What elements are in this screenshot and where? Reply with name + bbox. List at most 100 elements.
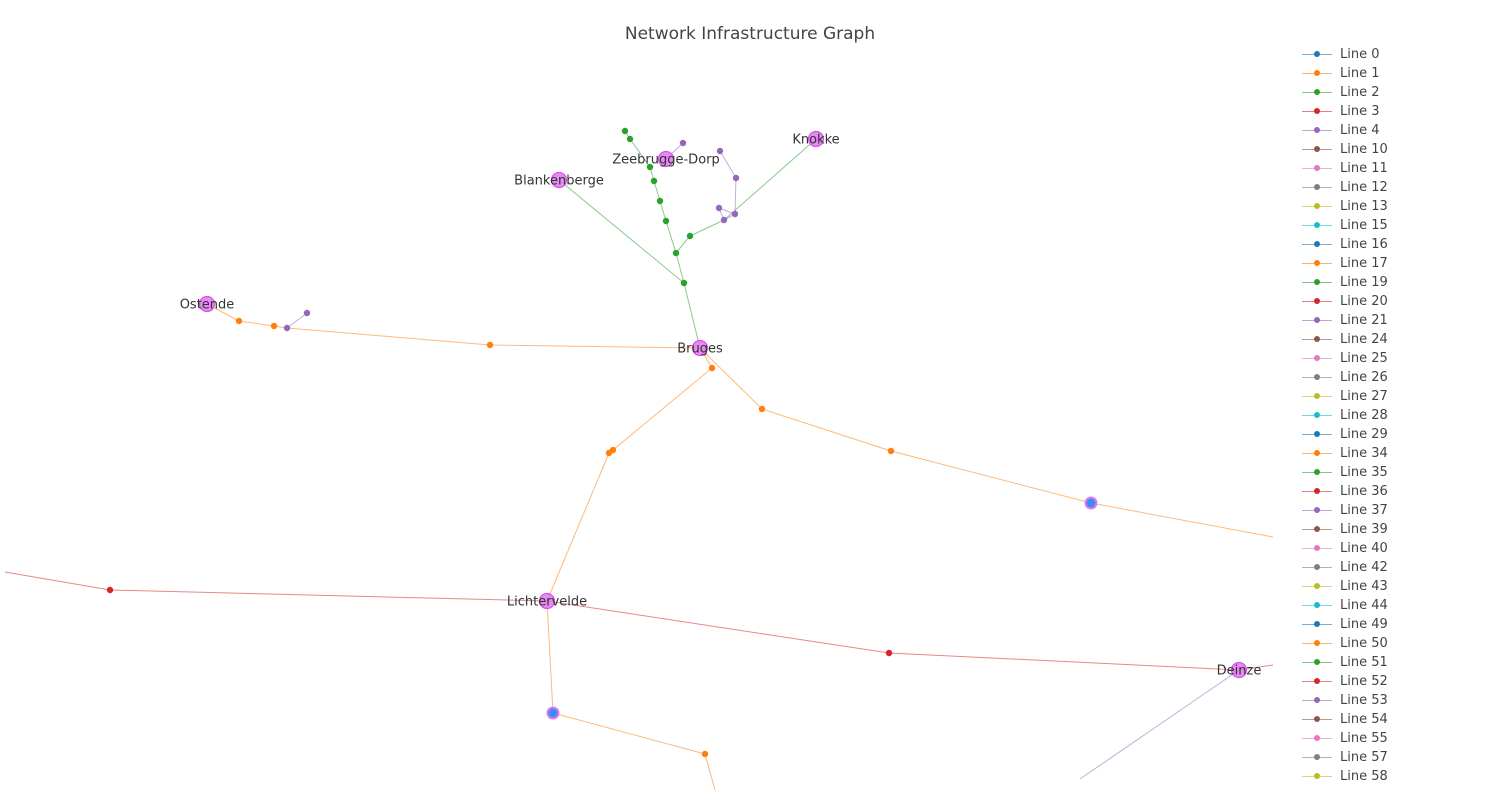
legend-item-line-52[interactable]: Line 52 (1300, 672, 1500, 691)
legend-item-line-51[interactable]: Line 51 (1300, 653, 1500, 672)
legend-marker (1314, 773, 1320, 779)
station-point[interactable] (716, 147, 724, 155)
legend-item-line-55[interactable]: Line 55 (1300, 729, 1500, 748)
legend-item-line-27[interactable]: Line 27 (1300, 387, 1500, 406)
station-point[interactable] (662, 217, 670, 225)
junction-node[interactable] (1084, 496, 1098, 510)
legend-marker (1314, 659, 1320, 665)
hub-node-knokke[interactable] (807, 130, 825, 148)
legend-item-line-0[interactable]: Line 0 (1300, 45, 1500, 64)
legend-marker (1314, 374, 1320, 380)
legend-label: Line 53 (1340, 693, 1388, 708)
legend-label: Line 15 (1340, 218, 1388, 233)
legend-marker (1314, 241, 1320, 247)
edge-line-3 (4, 571, 1274, 671)
legend-swatch (1302, 406, 1334, 425)
legend-swatch (1302, 672, 1334, 691)
legend-item-line-15[interactable]: Line 15 (1300, 216, 1500, 235)
station-point[interactable] (303, 309, 311, 317)
station-point[interactable] (686, 232, 694, 240)
legend-item-line-19[interactable]: Line 19 (1300, 273, 1500, 292)
legend-item-line-11[interactable]: Line 11 (1300, 159, 1500, 178)
station-point[interactable] (679, 139, 687, 147)
station-point[interactable] (605, 449, 613, 457)
legend-item-line-26[interactable]: Line 26 (1300, 368, 1500, 387)
station-point[interactable] (887, 447, 895, 455)
legend-item-line-10[interactable]: Line 10 (1300, 140, 1500, 159)
junction-node[interactable] (546, 706, 560, 720)
station-point[interactable] (650, 177, 658, 185)
legend-item-line-25[interactable]: Line 25 (1300, 349, 1500, 368)
legend-label: Line 29 (1340, 427, 1388, 442)
station-point[interactable] (656, 197, 664, 205)
legend-item-line-16[interactable]: Line 16 (1300, 235, 1500, 254)
station-point[interactable] (680, 279, 688, 287)
legend-swatch (1302, 615, 1334, 634)
node-label-zeebrugge: Zeebrugge-Dorp (612, 153, 720, 168)
legend-item-line-49[interactable]: Line 49 (1300, 615, 1500, 634)
legend-item-line-28[interactable]: Line 28 (1300, 406, 1500, 425)
legend-item-line-2[interactable]: Line 2 (1300, 83, 1500, 102)
legend-item-line-37[interactable]: Line 37 (1300, 501, 1500, 520)
legend-item-line-57[interactable]: Line 57 (1300, 748, 1500, 767)
legend-label: Line 42 (1340, 560, 1388, 575)
station-point[interactable] (732, 174, 740, 182)
legend-item-line-40[interactable]: Line 40 (1300, 539, 1500, 558)
station-point[interactable] (731, 210, 739, 218)
legend-item-line-36[interactable]: Line 36 (1300, 482, 1500, 501)
legend-item-line-29[interactable]: Line 29 (1300, 425, 1500, 444)
station-point[interactable] (621, 127, 629, 135)
legend-swatch (1302, 178, 1334, 197)
legend-item-line-54[interactable]: Line 54 (1300, 710, 1500, 729)
legend-item-line-13[interactable]: Line 13 (1300, 197, 1500, 216)
node-label-blankenberge: Blankenberge (514, 174, 604, 189)
legend-item-line-20[interactable]: Line 20 (1300, 292, 1500, 311)
legend-label: Line 58 (1340, 769, 1388, 780)
legend-item-line-42[interactable]: Line 42 (1300, 558, 1500, 577)
station-point[interactable] (672, 249, 680, 257)
legend-item-line-21[interactable]: Line 21 (1300, 311, 1500, 330)
legend-item-line-24[interactable]: Line 24 (1300, 330, 1500, 349)
legend-item-line-44[interactable]: Line 44 (1300, 596, 1500, 615)
legend-label: Line 11 (1340, 161, 1388, 176)
station-point[interactable] (486, 341, 494, 349)
legend-item-line-34[interactable]: Line 34 (1300, 444, 1500, 463)
station-point[interactable] (235, 317, 243, 325)
station-point[interactable] (715, 204, 723, 212)
hub-node-ostende[interactable] (198, 295, 216, 313)
hub-node-blankenberge[interactable] (550, 171, 568, 189)
station-point[interactable] (708, 364, 716, 372)
legend-item-line-50[interactable]: Line 50 (1300, 634, 1500, 653)
legend-item-line-35[interactable]: Line 35 (1300, 463, 1500, 482)
legend-item-line-1[interactable]: Line 1 (1300, 64, 1500, 83)
legend-marker (1314, 716, 1320, 722)
legend-marker (1314, 735, 1320, 741)
station-point[interactable] (106, 586, 114, 594)
legend-item-line-53[interactable]: Line 53 (1300, 691, 1500, 710)
legend-swatch (1302, 596, 1334, 615)
hub-node-zeebrugge[interactable] (657, 150, 675, 168)
station-point[interactable] (720, 216, 728, 224)
legend-item-line-4[interactable]: Line 4 (1300, 121, 1500, 140)
legend-item-line-3[interactable]: Line 3 (1300, 102, 1500, 121)
legend-item-line-12[interactable]: Line 12 (1300, 178, 1500, 197)
station-point[interactable] (758, 405, 766, 413)
station-point[interactable] (701, 750, 709, 758)
station-point[interactable] (646, 163, 654, 171)
stations-layer (106, 127, 895, 758)
legend-swatch (1302, 520, 1334, 539)
legend-label: Line 20 (1340, 294, 1388, 309)
hub-node-bruges[interactable] (691, 339, 709, 357)
legend-item-line-58[interactable]: Line 58 (1300, 767, 1500, 780)
station-point[interactable] (626, 135, 634, 143)
legend-item-line-39[interactable]: Line 39 (1300, 520, 1500, 539)
node-label-deinze: Deinze (1217, 664, 1262, 679)
station-point[interactable] (885, 649, 893, 657)
hub-node-lichtervelde[interactable] (538, 592, 556, 610)
station-point[interactable] (283, 324, 291, 332)
legend-item-line-43[interactable]: Line 43 (1300, 577, 1500, 596)
station-point[interactable] (270, 322, 278, 330)
legend-item-line-17[interactable]: Line 17 (1300, 254, 1500, 273)
hub-node-deinze[interactable] (1230, 661, 1248, 679)
network-plot[interactable]: KnokkeZeebrugge-DorpBlankenbergeOstendeB… (0, 0, 1280, 800)
